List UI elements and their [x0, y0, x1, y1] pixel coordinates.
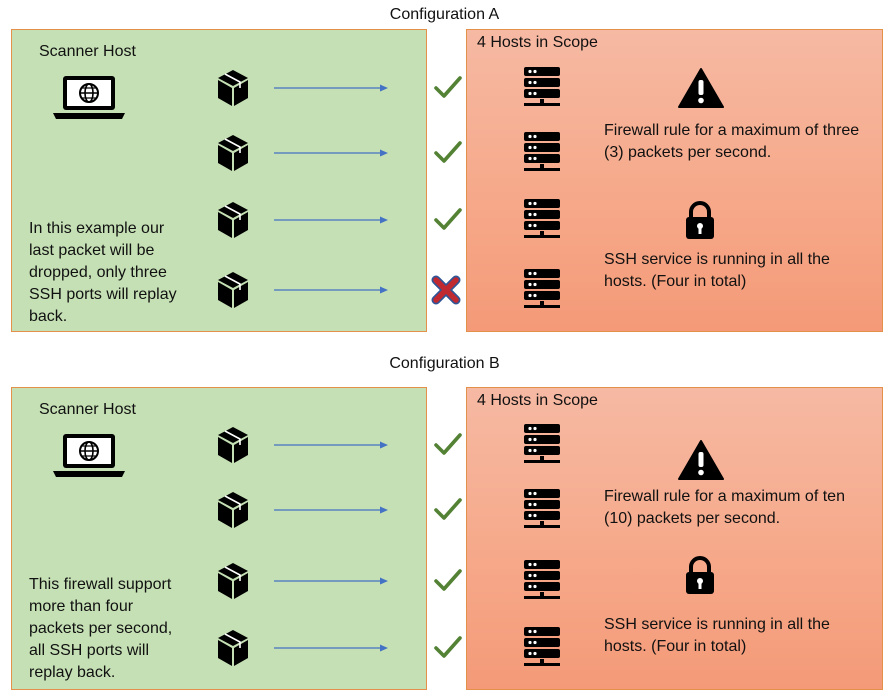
- arrow-icon: [274, 83, 390, 93]
- package-box-icon: [216, 201, 250, 239]
- server-rack-icon: [523, 423, 561, 464]
- arrow-icon: [274, 285, 390, 295]
- checkmark-icon: [433, 139, 463, 165]
- package-box-icon: [216, 562, 250, 600]
- config-a-firewall-text: Firewall rule for a maximum of three (3)…: [604, 122, 860, 161]
- server-rack-icon: [523, 488, 561, 529]
- package-box-icon: [216, 271, 250, 309]
- config-b-scanner-panel: Scanner Host This firewall support more …: [11, 387, 427, 690]
- warning-triangle-icon: [678, 67, 724, 109]
- red-x-icon: [431, 275, 461, 305]
- arrow-icon: [274, 505, 390, 515]
- arrow-icon: [274, 215, 390, 225]
- arrow-icon: [274, 643, 390, 653]
- config-a-note: In this example our last packet will be …: [29, 220, 177, 325]
- package-box-icon: [216, 426, 250, 464]
- package-box-icon: [216, 69, 250, 107]
- config-a-title: Configuration A: [389, 6, 500, 23]
- server-rack-icon: [523, 268, 561, 309]
- checkmark-icon: [433, 634, 463, 660]
- server-rack-icon: [523, 626, 561, 667]
- config-a-scanner-panel: Scanner Host In this example our last pa…: [11, 29, 427, 332]
- server-rack-icon: [523, 559, 561, 600]
- package-box-icon: [216, 134, 250, 172]
- checkmark-icon: [433, 206, 463, 232]
- config-a-scanner-label: Scanner Host: [39, 43, 136, 60]
- checkmark-icon: [433, 74, 463, 100]
- padlock-icon: [683, 200, 717, 240]
- arrow-icon: [274, 576, 390, 586]
- config-b-note: This firewall support more than four pac…: [29, 576, 173, 681]
- checkmark-icon: [433, 567, 463, 593]
- server-rack-icon: [523, 198, 561, 239]
- arrow-icon: [274, 148, 390, 158]
- laptop-globe-icon: [52, 431, 126, 479]
- config-b-firewall-text: Firewall rule for a maximum of ten (10) …: [604, 488, 845, 527]
- config-b-title: Configuration B: [389, 355, 500, 372]
- arrow-icon: [274, 440, 390, 450]
- warning-triangle-icon: [678, 439, 724, 481]
- config-a-scope-label: 4 Hosts in Scope: [477, 34, 598, 51]
- server-rack-icon: [523, 66, 561, 107]
- config-b-scope-label: 4 Hosts in Scope: [477, 392, 598, 409]
- config-b-scanner-label: Scanner Host: [39, 401, 136, 418]
- padlock-icon: [683, 555, 717, 595]
- server-rack-icon: [523, 131, 561, 172]
- package-box-icon: [216, 491, 250, 529]
- checkmark-icon: [433, 496, 463, 522]
- checkmark-icon: [433, 431, 463, 457]
- package-box-icon: [216, 629, 250, 667]
- laptop-globe-icon: [52, 73, 126, 121]
- config-b-ssh-text: SSH service is running in all the hosts.…: [604, 616, 830, 655]
- config-a-ssh-text: SSH service is running in all the hosts.…: [604, 251, 830, 290]
